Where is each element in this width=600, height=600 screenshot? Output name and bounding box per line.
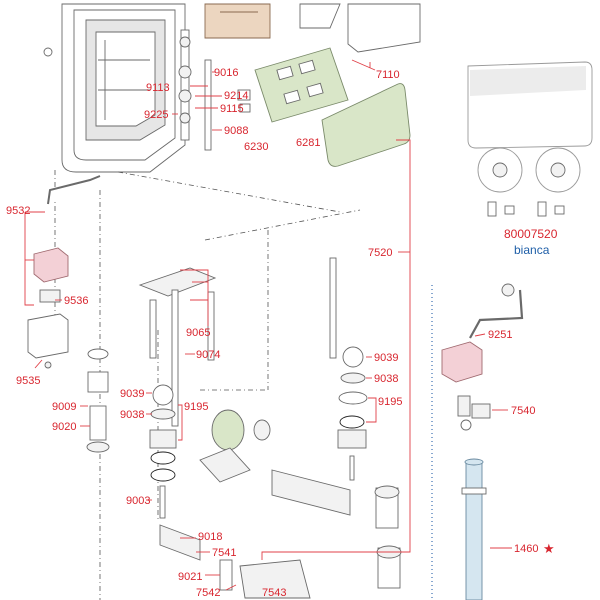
top-right-box bbox=[299, 3, 421, 53]
disc-valve bbox=[199, 409, 271, 483]
label-7540: 7540 bbox=[511, 405, 535, 417]
label-9225: 9225 bbox=[144, 109, 168, 121]
label-9195-left: 9195 bbox=[184, 401, 208, 413]
label-9088: 9088 bbox=[224, 125, 248, 137]
label-9021: 9021 bbox=[178, 571, 202, 583]
label-7542: 7542 bbox=[196, 587, 220, 599]
tan-cover-plate bbox=[204, 3, 271, 39]
label-6281: 6281 bbox=[296, 137, 320, 149]
flush-tube bbox=[461, 458, 487, 600]
button-clips bbox=[487, 201, 565, 217]
label-9009: 9009 bbox=[52, 401, 76, 413]
label-9003: 9003 bbox=[126, 495, 150, 507]
bottom-manifold bbox=[159, 469, 402, 599]
label-9065: 9065 bbox=[186, 327, 210, 339]
gasket-stack-right bbox=[337, 346, 368, 481]
label-9038-right: 9038 bbox=[374, 373, 398, 385]
green-frame bbox=[254, 47, 349, 123]
product-flush-plate bbox=[467, 61, 593, 149]
label-7543: 7543 bbox=[262, 587, 286, 599]
label-9251: 9251 bbox=[488, 329, 512, 341]
drain-pipe-left bbox=[86, 348, 110, 453]
product-code: 80007520 bbox=[504, 227, 558, 241]
valve-column bbox=[178, 29, 251, 151]
pneumatic-actuator bbox=[441, 283, 524, 383]
valve-7540 bbox=[457, 395, 491, 431]
label-9039-left: 9039 bbox=[120, 388, 144, 400]
label-9039-right: 9039 bbox=[374, 352, 398, 364]
label-9532: 9532 bbox=[6, 205, 30, 217]
part-labels: 9016 9113 9214 9115 9225 9088 6230 6281 … bbox=[6, 67, 558, 599]
label-9115: 9115 bbox=[220, 103, 244, 115]
label-9195-right: 9195 bbox=[378, 396, 402, 408]
flush-buttons bbox=[477, 147, 581, 193]
leader-lines bbox=[24, 59, 512, 591]
cistern-body bbox=[43, 3, 186, 173]
green-flush-panel bbox=[321, 83, 411, 167]
left-column-parts bbox=[27, 175, 101, 369]
label-7110: 7110 bbox=[376, 69, 400, 81]
product-color-name: bianca bbox=[514, 243, 550, 257]
label-9016: 9016 bbox=[214, 67, 238, 79]
label-9535: 9535 bbox=[16, 375, 40, 387]
label-7541: 7541 bbox=[212, 547, 236, 559]
label-9038-left: 9038 bbox=[120, 409, 144, 421]
label-9018: 9018 bbox=[198, 531, 222, 543]
label-9536: 9536 bbox=[64, 295, 88, 307]
label-9074: 9074 bbox=[196, 349, 220, 361]
label-9214: 9214 bbox=[224, 90, 248, 102]
label-9113: 9113 bbox=[146, 82, 170, 94]
label-7520: 7520 bbox=[368, 247, 392, 259]
label-9020: 9020 bbox=[52, 421, 76, 433]
siphon-assembly bbox=[138, 257, 337, 427]
label-1460: 1460 bbox=[514, 543, 538, 555]
assembly-dash-lines bbox=[54, 170, 361, 600]
star-icon: ★ bbox=[543, 541, 555, 556]
label-6230: 6230 bbox=[244, 141, 268, 153]
gasket-stack-left bbox=[149, 384, 177, 519]
